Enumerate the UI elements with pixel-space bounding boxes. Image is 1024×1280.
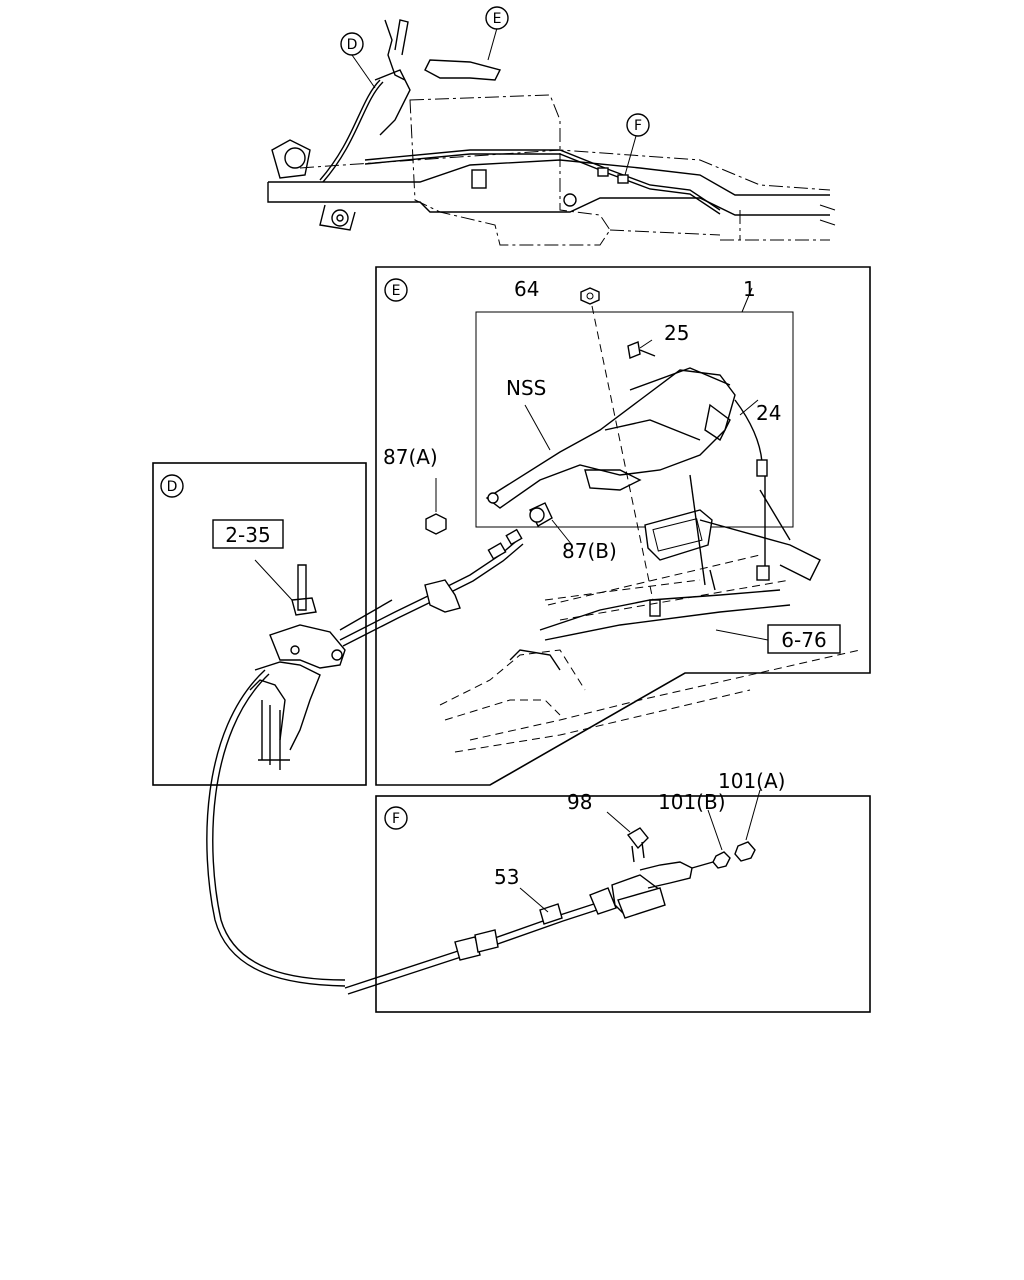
overview-drawing — [267, 19, 836, 246]
cable-f-drawing — [344, 789, 761, 995]
label-nss: NSS — [506, 376, 546, 400]
svg-text:6-76: 6-76 — [781, 628, 826, 652]
svg-text:E: E — [493, 11, 502, 27]
long-cable-drawing — [206, 669, 346, 987]
panel-f: F — [344, 789, 871, 1013]
bolt-25-drawing — [627, 339, 656, 359]
svg-text:D: D — [347, 37, 358, 53]
ref-box-2-35[interactable]: 2-35 — [212, 519, 284, 549]
label-24: 24 — [756, 401, 781, 425]
nut-64-drawing — [580, 287, 661, 617]
svg-text:D: D — [167, 479, 178, 495]
floor-bracket-drawing — [547, 469, 821, 621]
callout-e-top: E — [485, 6, 509, 30]
label-64: 64 — [514, 277, 539, 301]
panel-e: E — [339, 266, 871, 786]
svg-text:F: F — [634, 118, 642, 134]
handbrake-lever-drawing — [485, 367, 770, 581]
cable-e-drawing — [339, 478, 573, 647]
label-87b: 87(B) — [562, 539, 617, 563]
floor-tunnel-drawing — [439, 579, 861, 753]
callout-d-top: D — [340, 32, 364, 56]
label-87a: 87(A) — [383, 445, 438, 469]
svg-text:E: E — [392, 283, 401, 299]
ref-box-6-76[interactable]: 6-76 — [767, 624, 841, 654]
label-25: 25 — [664, 321, 689, 345]
label-101a: 101(A) — [718, 769, 785, 793]
assembly-box — [475, 311, 794, 528]
label-101b: 101(B) — [658, 790, 726, 814]
label-53: 53 — [494, 865, 519, 889]
label-98: 98 — [567, 790, 592, 814]
svg-text:2-35: 2-35 — [225, 523, 270, 547]
label-1: 1 — [743, 277, 756, 301]
callout-f-top: F — [626, 113, 650, 137]
panel-d: D — [152, 462, 367, 786]
svg-text:F: F — [392, 811, 400, 827]
shift-lever-base-drawing — [249, 559, 346, 770]
